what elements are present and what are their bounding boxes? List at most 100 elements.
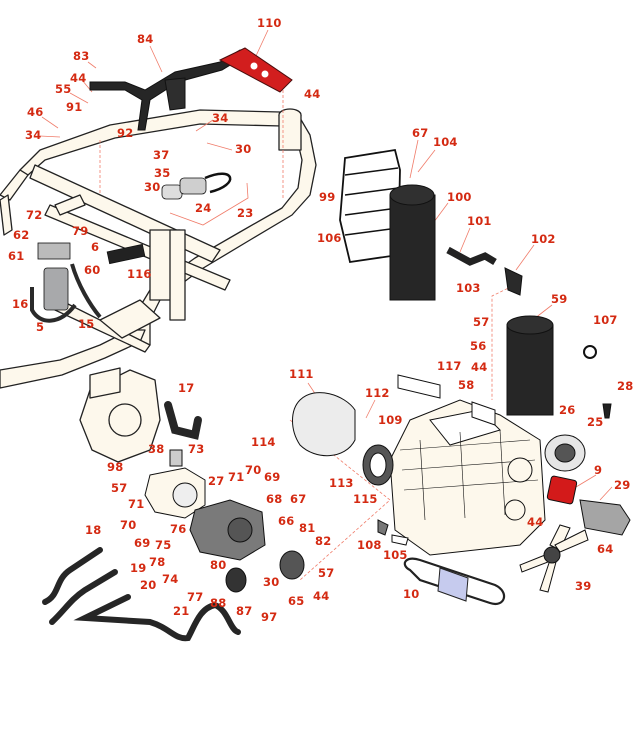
callout-70[interactable]: 70	[245, 463, 262, 477]
callout-78[interactable]: 78	[149, 555, 166, 569]
callout-57[interactable]: 57	[111, 481, 128, 495]
callout-10[interactable]: 10	[403, 587, 420, 601]
callout-83[interactable]: 83	[73, 49, 90, 63]
callout-61[interactable]: 61	[8, 249, 25, 263]
engine-block	[389, 399, 546, 556]
callout-19[interactable]: 19	[130, 561, 147, 575]
callout-46[interactable]: 46	[27, 105, 44, 119]
callout-98[interactable]: 98	[107, 460, 124, 474]
callout-112[interactable]: 112	[365, 386, 390, 400]
callout-84[interactable]: 84	[137, 32, 154, 46]
callout-107[interactable]: 107	[593, 313, 618, 327]
callout-76[interactable]: 76	[170, 522, 187, 536]
callout-73[interactable]: 73	[188, 442, 205, 456]
callout-30[interactable]: 30	[263, 575, 280, 589]
callout-69[interactable]: 69	[134, 536, 151, 550]
muffler	[506, 315, 612, 419]
callout-44[interactable]: 44	[527, 515, 544, 529]
callout-37[interactable]: 37	[153, 148, 170, 162]
callout-35[interactable]: 35	[154, 166, 171, 180]
callout-9[interactable]: 9	[594, 463, 603, 477]
callout-59[interactable]: 59	[551, 292, 568, 306]
callout-75[interactable]: 75	[155, 538, 172, 552]
callout-101[interactable]: 101	[467, 214, 492, 228]
callout-117[interactable]: 117	[437, 359, 462, 373]
callout-65[interactable]: 65	[288, 594, 305, 608]
callout-6[interactable]: 6	[91, 240, 100, 254]
callout-55[interactable]: 55	[55, 82, 72, 96]
callout-27[interactable]: 27	[208, 474, 225, 488]
callout-87[interactable]: 87	[236, 604, 253, 618]
callout-62[interactable]: 62	[13, 228, 30, 242]
callout-30[interactable]: 30	[144, 180, 161, 194]
callout-67[interactable]: 67	[290, 492, 307, 506]
callout-70[interactable]: 70	[120, 518, 137, 532]
callout-16[interactable]: 16	[12, 297, 29, 311]
callout-44[interactable]: 44	[471, 360, 488, 374]
bell-housing	[292, 392, 409, 546]
callout-77[interactable]: 77	[187, 590, 204, 604]
callout-15[interactable]: 15	[78, 317, 95, 331]
callout-24[interactable]: 24	[195, 201, 212, 215]
callout-44[interactable]: 44	[313, 589, 330, 603]
callout-97[interactable]: 97	[261, 610, 278, 624]
callout-25[interactable]: 25	[587, 415, 604, 429]
callout-34[interactable]: 34	[25, 128, 42, 142]
callout-68[interactable]: 68	[266, 492, 283, 506]
callout-71[interactable]: 71	[228, 470, 245, 484]
callout-38[interactable]: 38	[148, 442, 165, 456]
callout-99[interactable]: 99	[319, 190, 336, 204]
callout-116[interactable]: 116	[127, 267, 152, 281]
callout-44[interactable]: 44	[70, 71, 87, 85]
air-cleaner-assembly	[339, 148, 523, 301]
callout-56[interactable]: 56	[470, 339, 487, 353]
callout-88[interactable]: 88	[210, 596, 227, 610]
callout-23[interactable]: 23	[237, 206, 254, 220]
callout-100[interactable]: 100	[447, 190, 472, 204]
callout-113[interactable]: 113	[329, 476, 354, 490]
callout-81[interactable]: 81	[299, 521, 316, 535]
callout-64[interactable]: 64	[597, 542, 614, 556]
callout-39[interactable]: 39	[575, 579, 592, 593]
callout-102[interactable]: 102	[531, 232, 556, 246]
callout-34[interactable]: 34	[212, 111, 229, 125]
callout-5[interactable]: 5	[36, 320, 45, 334]
callout-74[interactable]: 74	[162, 572, 179, 586]
callout-105[interactable]: 105	[383, 548, 408, 562]
callout-114[interactable]: 114	[251, 435, 276, 449]
callout-66[interactable]: 66	[278, 514, 295, 528]
callout-29[interactable]: 29	[614, 478, 631, 492]
callout-21[interactable]: 21	[173, 604, 190, 618]
callout-58[interactable]: 58	[458, 378, 475, 392]
callout-106[interactable]: 106	[317, 231, 342, 245]
callout-26[interactable]: 26	[559, 403, 576, 417]
callout-115[interactable]: 115	[353, 492, 378, 506]
callout-18[interactable]: 18	[85, 523, 102, 537]
callout-17[interactable]: 17	[178, 381, 195, 395]
callout-30[interactable]: 30	[235, 142, 252, 156]
callout-111[interactable]: 111	[289, 367, 314, 381]
callout-71[interactable]: 71	[128, 497, 145, 511]
callout-67[interactable]: 67	[412, 126, 429, 140]
callout-79[interactable]: 79	[72, 224, 89, 238]
callout-57[interactable]: 57	[473, 315, 490, 329]
callout-69[interactable]: 69	[264, 470, 281, 484]
engine-accessories	[519, 434, 631, 593]
callout-103[interactable]: 103	[456, 281, 481, 295]
callout-60[interactable]: 60	[84, 263, 101, 277]
callout-72[interactable]: 72	[26, 208, 43, 222]
callout-28[interactable]: 28	[617, 379, 634, 393]
callout-82[interactable]: 82	[315, 534, 332, 548]
callout-91[interactable]: 91	[66, 100, 83, 114]
callout-110[interactable]: 110	[257, 16, 282, 30]
suction-hose	[164, 401, 202, 467]
callout-108[interactable]: 108	[357, 538, 382, 552]
callout-92[interactable]: 92	[117, 126, 134, 140]
callout-109[interactable]: 109	[378, 413, 403, 427]
callout-44[interactable]: 44	[304, 87, 321, 101]
callout-80[interactable]: 80	[210, 558, 227, 572]
callout-57[interactable]: 57	[318, 566, 335, 580]
callout-104[interactable]: 104	[433, 135, 458, 149]
callout-20[interactable]: 20	[140, 578, 157, 592]
